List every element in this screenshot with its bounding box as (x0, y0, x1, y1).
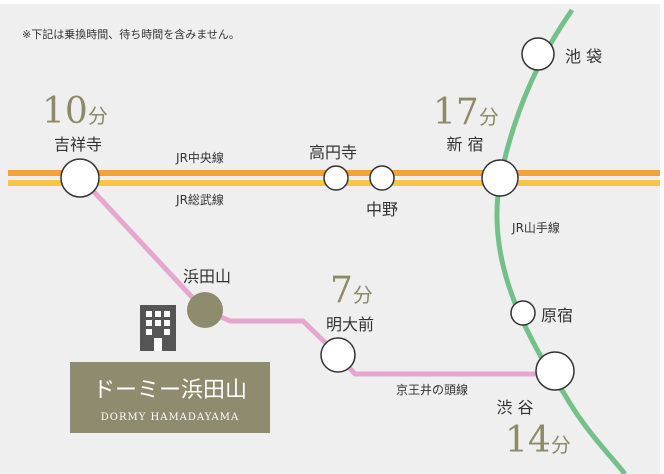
travel-time-kichijoji-unit: 分 (88, 104, 108, 128)
travel-time-shibuya-unit: 分 (551, 433, 571, 457)
station-name-shinjuku: 新 宿 (446, 135, 483, 154)
map-frame-top (0, 0, 664, 4)
station-marker-meidaimae (320, 337, 356, 373)
yamanote-line (494, 8, 627, 474)
station-marker-hamadayama (187, 292, 223, 328)
travel-time-shinjuku-unit: 分 (479, 105, 499, 129)
station-name-koenji: 高円寺 (309, 143, 357, 162)
dormy-name-en: DORMY HAMADAYAMA (101, 412, 240, 423)
travel-time-meidaimae-unit: 分 (353, 283, 373, 307)
travel-time-kichijoji: 10分 (42, 91, 108, 132)
station-marker-nakano (369, 165, 395, 191)
station-marker-harajuku (510, 300, 536, 326)
station-marker-koenji (323, 165, 349, 191)
station-name-meidaimae: 明大前 (326, 315, 374, 334)
travel-time-shinjuku-value: 17 (433, 92, 479, 133)
station-marker-shibuya (535, 351, 575, 391)
station-name-kichijoji: 吉祥寺 (54, 135, 102, 154)
station-name-hamadayama: 浜田山 (183, 267, 231, 286)
chuo-line-label: JR中央線 (175, 150, 224, 165)
station-marker-ikebukuro (521, 37, 555, 71)
transfer-note: ※下記は乗換時間、待ち時間を含みません。 (22, 27, 240, 41)
station-name-shibuya: 渋 谷 (496, 398, 533, 417)
travel-time-meidaimae-value: 7 (330, 270, 353, 311)
travel-time-meidaimae: 7分 (330, 270, 373, 311)
station-marker-kichijoji (60, 158, 100, 198)
yamanote-line-label: JR山手線 (511, 220, 560, 235)
map-frame-right (660, 0, 664, 474)
travel-time-shinjuku: 17分 (433, 92, 499, 133)
travel-time-kichijoji-value: 10 (42, 91, 88, 132)
station-name-harajuku: 原宿 (541, 306, 573, 325)
sobu-line-label: JR総武線 (175, 192, 224, 207)
building-icon (140, 305, 176, 351)
station-marker-shinjuku (481, 159, 519, 197)
travel-time-shibuya-value: 14 (505, 420, 551, 461)
station-name-nakano: 中野 (366, 200, 398, 219)
travel-time-shibuya: 14分 (505, 420, 571, 461)
inokashira-line-label: 京王井の頭線 (396, 382, 468, 397)
dormy-name-ja: ドーミー浜田山 (93, 378, 247, 403)
dormy-label-box (70, 362, 270, 433)
station-name-ikebukuro: 池 袋 (565, 47, 602, 66)
